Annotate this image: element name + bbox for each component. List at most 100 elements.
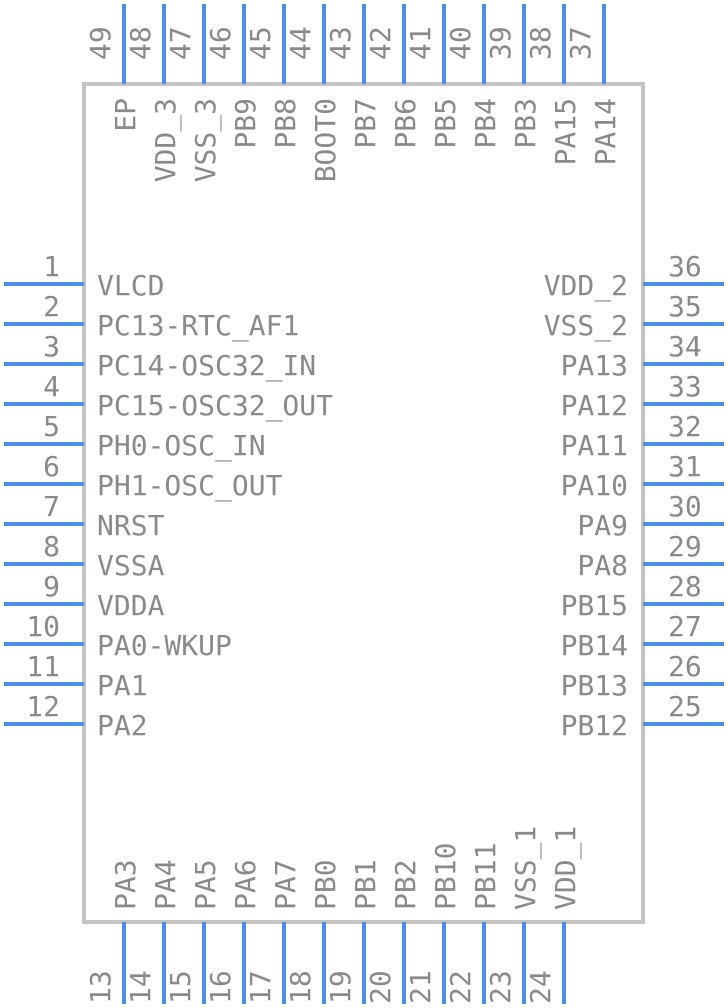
pin-label: PB15	[561, 589, 628, 622]
pin-label: PB2	[389, 859, 422, 910]
pin-number: 40	[444, 26, 477, 60]
pin-label: VDDA	[97, 589, 165, 622]
pin-number: 3	[43, 330, 60, 363]
pin-number: 2	[43, 290, 60, 323]
pin-number: 7	[43, 490, 60, 523]
pin-label: PB12	[561, 709, 628, 742]
pin-number: 48	[124, 26, 157, 60]
pin-number: 30	[668, 490, 702, 523]
pin-label: PB4	[469, 98, 502, 149]
pin-label: PC15-OSC32_OUT	[97, 389, 333, 423]
pin-label: PA15	[549, 98, 582, 165]
pin-label: VDD_2	[544, 269, 628, 303]
pin-label: VSS_2	[544, 309, 628, 343]
pin-label: PA10	[561, 469, 628, 502]
pin-label: PH0-OSC_IN	[97, 429, 266, 463]
pin-number: 35	[668, 290, 702, 323]
pin-label: PA0-WKUP	[97, 629, 232, 662]
pin-number: 49	[84, 26, 117, 60]
pin-number: 12	[26, 690, 60, 723]
pin-label: PB13	[561, 669, 628, 702]
pin-label: VDD_3	[149, 98, 183, 182]
pin-label: PB10	[429, 843, 462, 910]
pin-number: 19	[324, 970, 357, 1004]
pin-label: PA4	[149, 859, 182, 910]
pin-label: VSSA	[97, 549, 165, 582]
pin-number: 22	[444, 970, 477, 1004]
pin-label: PB5	[429, 98, 462, 149]
pin-number: 4	[43, 370, 60, 403]
pin-label: PB11	[469, 843, 502, 910]
pin-number: 14	[124, 970, 157, 1004]
pin-label: BOOT0	[309, 98, 342, 182]
pin-number: 25	[668, 690, 702, 723]
pin-label: PC14-OSC32_IN	[97, 349, 316, 383]
pin-label: PA6	[229, 859, 262, 910]
pin-number: 10	[26, 610, 60, 643]
pin-label: PB9	[229, 98, 262, 149]
pin-number: 29	[668, 530, 702, 563]
pin-number: 34	[668, 330, 702, 363]
pin-number: 8	[43, 530, 60, 563]
pin-number: 45	[244, 26, 277, 60]
pin-number: 11	[26, 650, 60, 683]
pin-number: 17	[244, 970, 277, 1004]
pin-number: 1	[43, 250, 60, 283]
pin-number: 31	[668, 450, 702, 483]
pin-label: PA12	[561, 389, 628, 422]
pin-label: NRST	[97, 509, 165, 542]
pin-label: PA7	[269, 859, 302, 910]
pin-number: 9	[43, 570, 60, 603]
pin-number: 43	[324, 26, 357, 60]
ic-body	[82, 82, 645, 924]
pin-number: 33	[668, 370, 702, 403]
pin-label: PA13	[561, 349, 628, 382]
pin-number: 5	[43, 410, 60, 443]
pin-number: 41	[404, 26, 437, 60]
pin-label: PA1	[97, 669, 148, 702]
pin-number: 23	[484, 970, 517, 1004]
pin-label: EP	[109, 98, 142, 132]
pin-label: PA3	[109, 859, 142, 910]
pin-number: 26	[668, 650, 702, 683]
pin-number: 24	[524, 970, 557, 1004]
pin-number: 27	[668, 610, 702, 643]
pin-label: PA11	[561, 429, 628, 462]
pin-number: 28	[668, 570, 702, 603]
pin-label: PB1	[349, 859, 382, 910]
pin-label: PB0	[309, 859, 342, 910]
pin-label: VDD_1	[549, 826, 583, 910]
pin-label: PH1-OSC_OUT	[97, 469, 283, 503]
pin-number: 21	[404, 970, 437, 1004]
pin-label: PB3	[509, 98, 542, 149]
pin-number: 44	[284, 26, 317, 60]
pin-label: PA2	[97, 709, 148, 742]
pin-number: 6	[43, 450, 60, 483]
pin-label: VSS_1	[509, 826, 543, 910]
pin-label: PA9	[577, 509, 628, 542]
pin-label: PA14	[589, 98, 622, 165]
pin-number: 47	[164, 26, 197, 60]
pin-label: VLCD	[97, 269, 164, 302]
pin-number: 15	[164, 970, 197, 1004]
pin-number: 42	[364, 26, 397, 60]
pin-number: 20	[364, 970, 397, 1004]
pin-number: 46	[204, 26, 237, 60]
pin-number: 32	[668, 410, 702, 443]
pin-label: PB8	[269, 98, 302, 149]
pin-number: 18	[284, 970, 317, 1004]
pin-number: 36	[668, 250, 702, 283]
pin-label: PB14	[561, 629, 628, 662]
pin-label: PA5	[189, 859, 222, 910]
pin-label: PA8	[577, 549, 628, 582]
pin-number: 13	[84, 970, 117, 1004]
pin-label: PB6	[389, 98, 422, 149]
pin-label: PC13-RTC_AF1	[97, 309, 299, 343]
pin-label: PB7	[349, 98, 382, 149]
pin-number: 16	[204, 970, 237, 1004]
pin-number: 37	[564, 26, 597, 60]
pin-label: VSS_3	[189, 98, 223, 182]
pin-number: 38	[524, 26, 557, 60]
